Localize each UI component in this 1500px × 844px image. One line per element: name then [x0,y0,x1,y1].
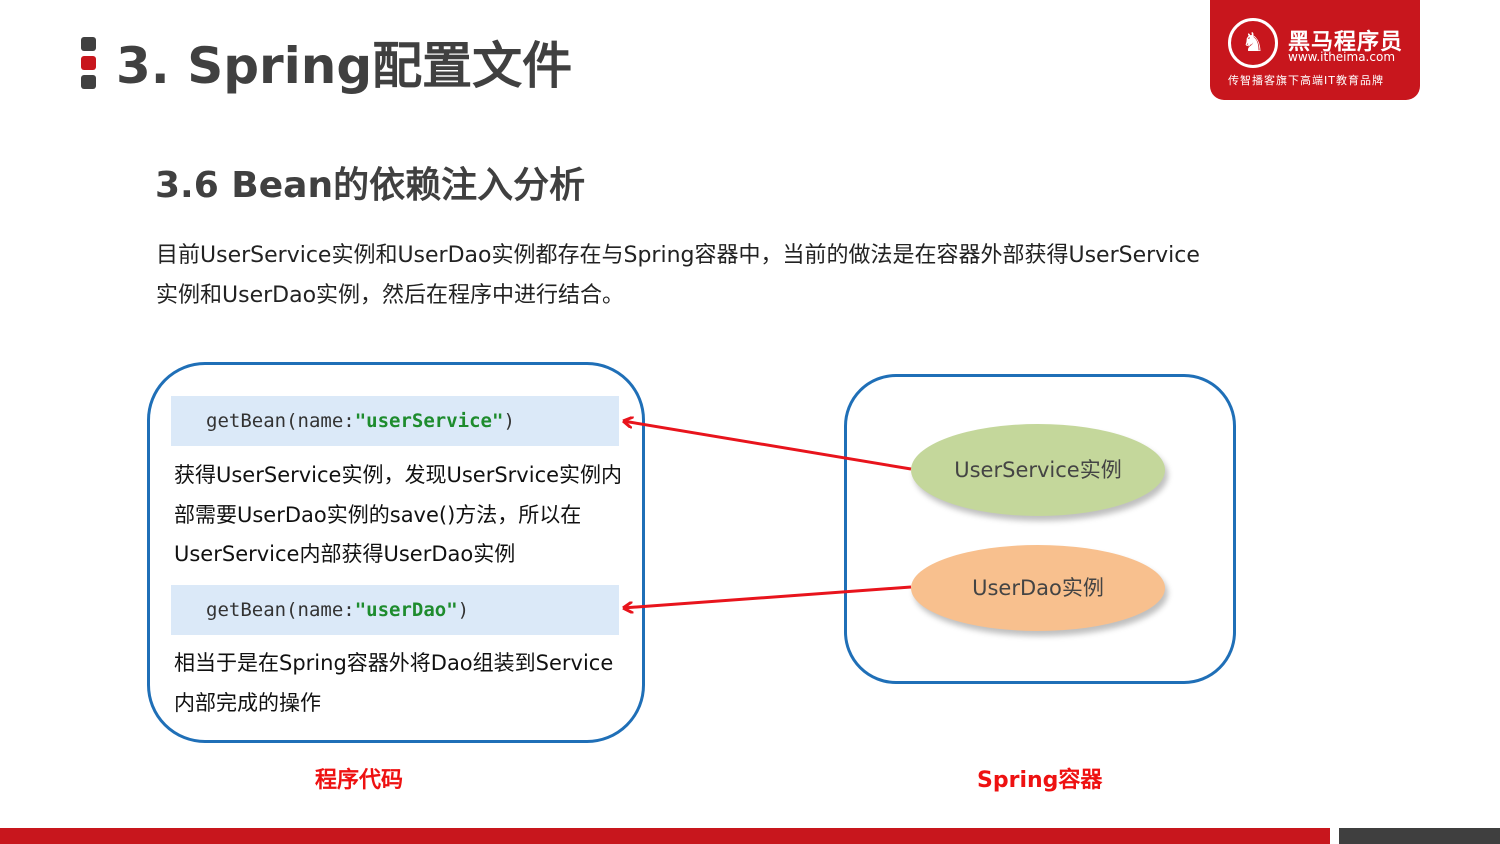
brand-logo: ♞ 黑马程序员 www.itheima.com 传智播客旗下高端IT教育品牌 [1210,0,1420,100]
section-title: 3.6 Bean的依赖注入分析 [155,165,586,206]
userservice-bean: UserService实例 [911,424,1165,516]
code-get-userdao: getBean(name:"userDao") [171,585,619,635]
code-string: "userDao" [354,599,458,621]
code-string: "userService" [354,410,504,432]
horse-icon: ♞ [1228,18,1278,68]
footer-bar [0,828,1330,844]
code-text: ) [503,410,515,432]
brand-slogan: 传智播客旗下高端IT教育品牌 [1228,74,1384,87]
brand-name: 黑马程序员 [1288,30,1404,55]
title-marker [81,37,96,89]
userdao-bean: UserDao实例 [911,545,1165,631]
program-code-caption: 程序代码 [315,768,404,793]
brand-url: www.itheima.com [1288,50,1396,64]
spring-container-caption: Spring容器 [977,768,1103,793]
section-description: 目前UserService实例和UserDao实例都存在与Spring容器中，当… [156,243,1200,308]
conclusion-text: 相当于是在Spring容器外将Dao组装到Service内部完成的操作 [174,651,614,715]
arrow-userdao [623,585,912,608]
code-get-userservice: getBean(name:"userService") [171,396,619,446]
explanation-text: 获得UserService实例，发现UserSrvice实例内部需要UserDa… [174,463,623,566]
code-text: getBean(name: [206,599,355,621]
footer-bar-dark [1339,828,1500,844]
arrow-userservice [623,421,912,471]
code-text: ) [457,599,470,621]
code-text: getBean(name: [206,410,355,432]
page-title: 3. Spring配置文件 [116,37,573,95]
